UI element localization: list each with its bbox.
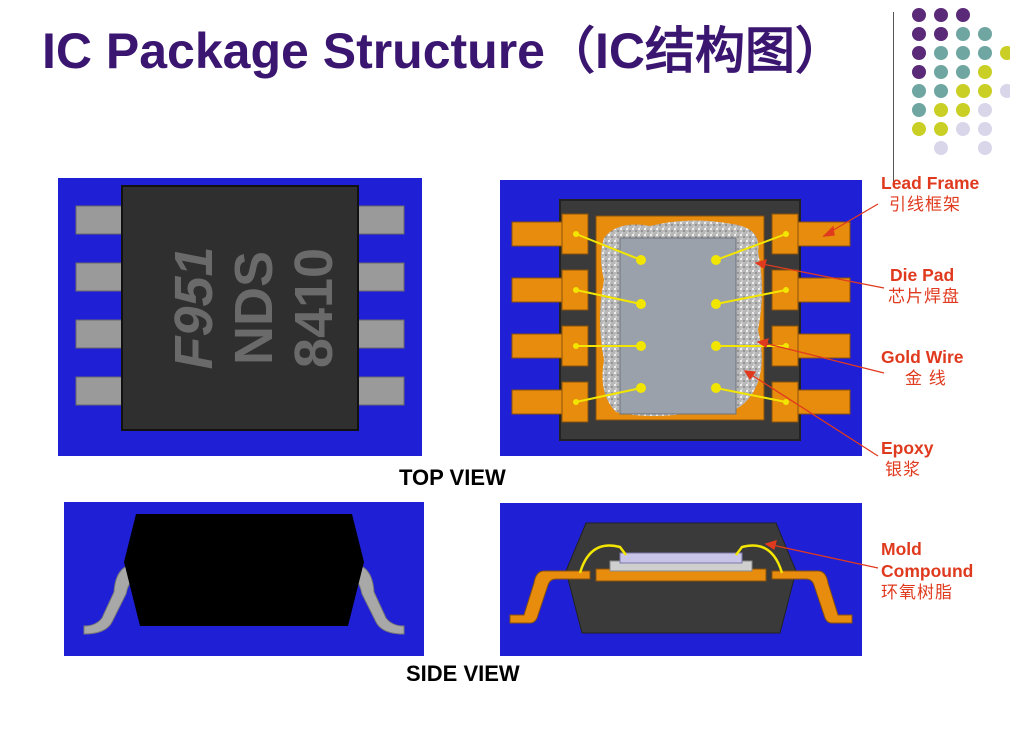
chip-marking-line2: NDS	[224, 251, 284, 365]
dot	[978, 103, 992, 117]
dot	[956, 65, 970, 79]
dot	[912, 8, 926, 22]
dot	[978, 141, 992, 155]
callout-lead-frame: Lead Frame 引线框架	[881, 172, 979, 216]
dot	[978, 46, 992, 60]
dot	[934, 141, 948, 155]
top-view-exterior-panel: F951 NDS 8410	[58, 178, 422, 456]
dot	[912, 65, 926, 79]
dot	[978, 27, 992, 41]
dot	[956, 84, 970, 98]
callout-gold-wire: Gold Wire 金 线	[881, 346, 963, 390]
decorative-divider	[893, 12, 894, 182]
side-view-exterior-drawing	[64, 502, 424, 656]
callout-mold-compound-en: Mold	[881, 539, 922, 559]
callout-die-pad-en: Die Pad	[890, 265, 955, 285]
dot	[934, 8, 948, 22]
chip-marking-line1: F951	[164, 246, 224, 369]
dot	[934, 122, 948, 136]
dot	[912, 84, 926, 98]
top-view-internal-drawing	[500, 180, 862, 456]
callout-epoxy-cn: 银浆	[885, 460, 921, 479]
side-view-section-panel	[500, 503, 862, 656]
die-section	[619, 552, 743, 564]
top-view-internal-panel	[500, 180, 862, 456]
gold-wire-left	[578, 544, 627, 574]
dot	[934, 84, 948, 98]
dot	[956, 8, 970, 22]
left-leads	[75, 205, 125, 406]
left-lead-section	[509, 570, 591, 624]
callout-mold-compound-cn: 环氧树脂	[881, 583, 953, 602]
top-view-label: TOP VIEW	[399, 465, 506, 490]
callout-lead-frame-cn: 引线框架	[889, 195, 961, 214]
dot	[934, 65, 948, 79]
dot	[912, 103, 926, 117]
dot	[934, 46, 948, 60]
dot	[978, 65, 992, 79]
dot	[934, 27, 948, 41]
dot	[956, 103, 970, 117]
top-view-exterior-drawing: F951 NDS 8410	[58, 178, 422, 456]
dot	[912, 27, 926, 41]
dot	[978, 84, 992, 98]
callout-epoxy: Epoxy 银浆	[881, 437, 934, 481]
side-view-section-drawing	[500, 503, 862, 656]
callout-gold-wire-cn: 金 线	[905, 369, 947, 388]
callout-die-pad: Die Pad 芯片焊盘	[888, 264, 960, 308]
dot	[912, 46, 926, 60]
callout-epoxy-en: Epoxy	[881, 438, 934, 458]
dot	[934, 103, 948, 117]
chip-marking-line3: 8410	[284, 248, 344, 368]
dot	[956, 122, 970, 136]
page-title: IC Package Structure（IC结构图）	[42, 23, 845, 79]
dot	[912, 122, 926, 136]
callout-lead-frame-en: Lead Frame	[881, 173, 980, 193]
side-view-label: SIDE VIEW	[406, 661, 520, 686]
chip-body	[121, 185, 359, 431]
callout-mold-compound-en2: Compound	[881, 561, 974, 581]
right-lead-section	[771, 570, 853, 624]
dot	[978, 122, 992, 136]
callout-gold-wire-en: Gold Wire	[881, 347, 964, 367]
right-leads	[355, 205, 405, 406]
dot	[1000, 84, 1010, 98]
mold-body	[124, 514, 364, 626]
dot	[1000, 46, 1010, 60]
callout-mold-compound: Mold Compound 环氧树脂	[881, 538, 973, 604]
callout-die-pad-cn: 芯片焊盘	[888, 287, 960, 306]
dot	[956, 27, 970, 41]
side-view-exterior-panel	[64, 502, 424, 656]
dot	[956, 46, 970, 60]
